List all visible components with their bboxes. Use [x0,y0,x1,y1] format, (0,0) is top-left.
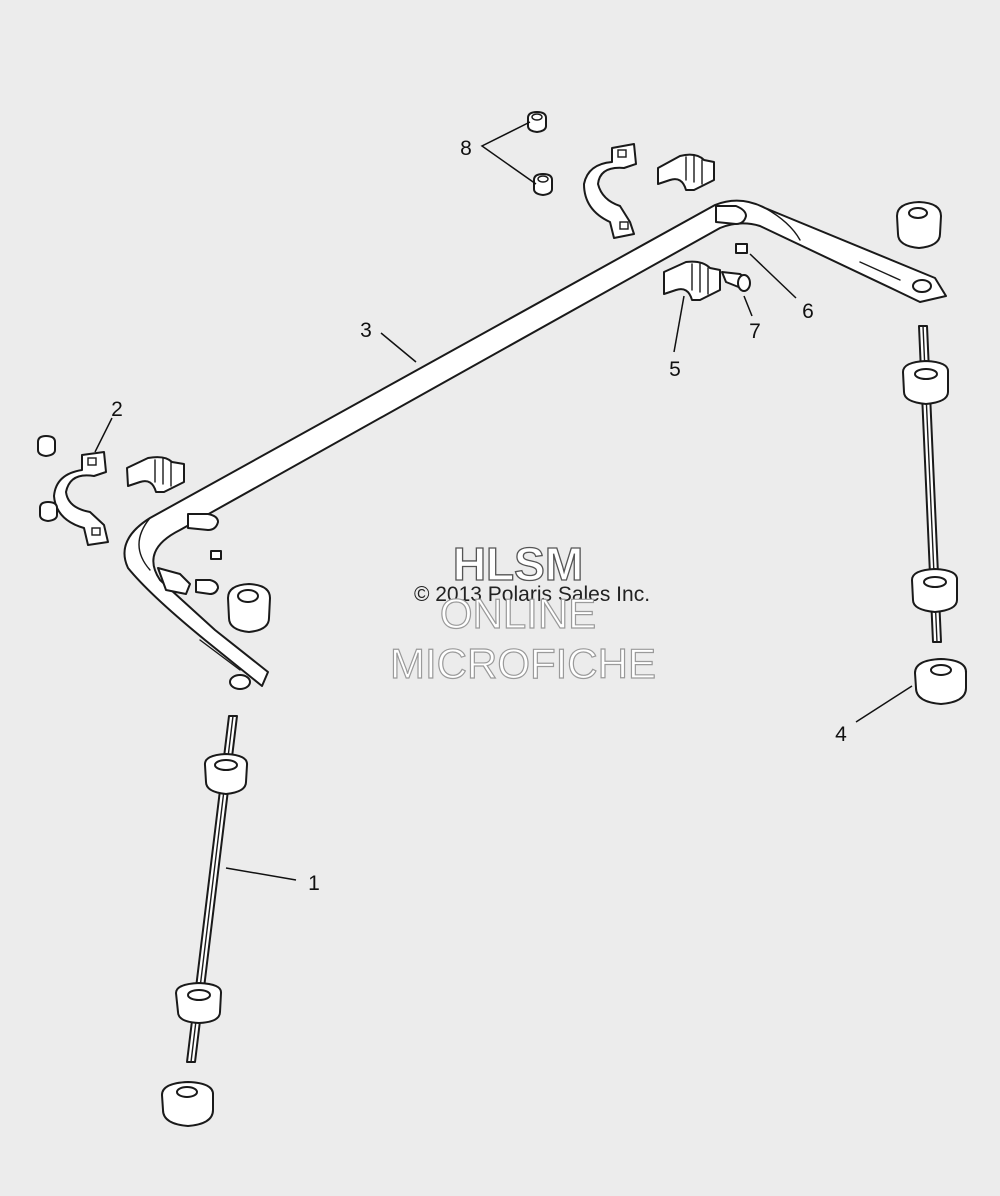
watermark-microfiche: MICROFICHE [390,640,656,687]
bushing-left-bottom [161,1081,215,1127]
bolt-7 [721,271,751,292]
leader-2 [94,417,113,453]
copyright-text: © 2013 Polaris Sales Inc. [414,583,650,606]
leader-8 [480,121,537,185]
link-rod-left [175,715,249,1063]
link-rod-right [902,325,959,643]
callout-7: 7 [749,320,761,343]
callout-2: 2 [111,398,123,421]
half-bushing-5 [663,260,721,301]
leader-3 [380,332,417,363]
watermark-hlsm: HLSM [453,538,583,590]
bolt-bar-top [715,205,747,225]
half-bushing-right-top [657,153,715,191]
sway-bar [123,199,947,690]
hardware-left [157,513,222,595]
callout-1: 1 [308,872,320,895]
leader-lines [94,121,913,881]
callout-6: 6 [802,300,814,323]
leader-1 [225,867,297,881]
callout-4: 4 [835,723,847,746]
callout-3: 3 [360,319,372,342]
leader-5 [673,295,685,353]
nuts-8 [527,111,553,196]
watermark-online: ONLINE [440,590,596,637]
callout-5: 5 [669,358,681,381]
watermark: HLSM © 2013 Polaris Sales Inc. ONLINE MI… [389,537,656,687]
half-bushing-left [126,456,185,493]
clamp-right [583,143,637,239]
clamp-left [37,435,109,546]
bushing-left-mid [227,583,271,633]
leader-7 [743,295,753,317]
bushing-right-top [896,201,942,249]
callouts: 1 2 3 4 5 6 7 8 [111,137,847,895]
bushing-right-bottom [914,658,968,705]
leader-6 [749,253,797,299]
callout-8: 8 [460,137,472,160]
screw-6 [735,243,748,254]
leader-4 [855,685,913,723]
